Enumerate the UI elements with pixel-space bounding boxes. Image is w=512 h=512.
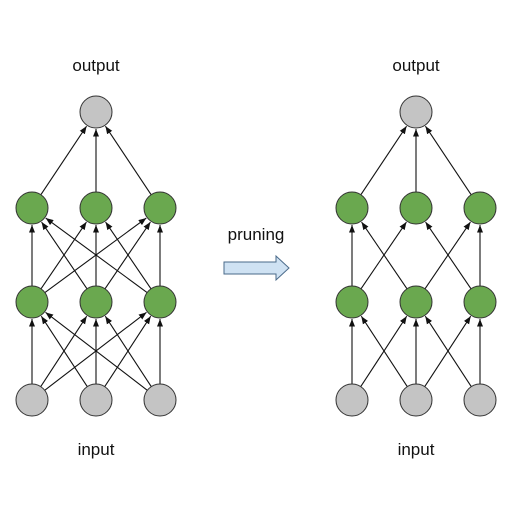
pruned-network-nodes bbox=[335, 95, 497, 417]
pruning-label: pruning bbox=[228, 225, 285, 244]
dense-network-edge-l0-1-to-0 bbox=[40, 315, 88, 387]
pruned-network-edge-l0-1-to-0 bbox=[360, 315, 408, 387]
dense-network-input-node-1 bbox=[79, 383, 113, 417]
dense-network-hidden-1-node-0 bbox=[15, 285, 49, 319]
dense-network-input-node-2 bbox=[143, 383, 177, 417]
dense-network-edge-l0-2-to-1 bbox=[104, 315, 152, 387]
dense-network-edge-l2-0-to-0 bbox=[40, 125, 88, 195]
dense-network-edge-l1-2-to-1 bbox=[105, 221, 152, 290]
dense-network-hidden-2-node-2 bbox=[143, 191, 177, 225]
dense-network-edges bbox=[28, 125, 164, 391]
dense-network-nodes bbox=[15, 95, 177, 417]
pruned-network-hidden-2-node-1 bbox=[399, 191, 433, 225]
dense-network-edge-l1-2-to-0 bbox=[45, 217, 148, 293]
dense-network-hidden-2-node-1 bbox=[79, 191, 113, 225]
pruned-network-hidden-2-node-0 bbox=[335, 191, 369, 225]
pruned-network-input-node-1 bbox=[399, 383, 433, 417]
dense-network-edge-l0-2-to-0 bbox=[45, 311, 148, 391]
dense-network-hidden-1-node-1 bbox=[79, 285, 113, 319]
right-arrow-icon bbox=[223, 254, 290, 282]
pruned-network-hidden-1-node-0 bbox=[335, 285, 369, 319]
pruned-network-input-node-0 bbox=[335, 383, 369, 417]
dense-network-hidden-1-node-2 bbox=[143, 285, 177, 319]
dense-network-output-label: output bbox=[72, 56, 120, 75]
pruned-network-input-node-2 bbox=[463, 383, 497, 417]
dense-network-input-node-0 bbox=[15, 383, 49, 417]
dense-network-hidden-2-node-0 bbox=[15, 191, 49, 225]
dense-network bbox=[15, 95, 177, 417]
pruned-network-edge-l2-2-to-0 bbox=[424, 125, 472, 195]
pruned-network-output-label: output bbox=[392, 56, 440, 75]
pruned-network-edge-l2-0-to-0 bbox=[360, 125, 408, 195]
pruned-network-edge-l1-2-to-1 bbox=[425, 221, 472, 290]
pruned-network-edges bbox=[348, 125, 484, 387]
pruned-network-edge-l1-1-to-0 bbox=[361, 221, 408, 290]
dense-network-input-label: input bbox=[78, 440, 115, 459]
pruned-network-hidden-1-node-1 bbox=[399, 285, 433, 319]
pruned-network bbox=[335, 95, 497, 417]
dense-network-edge-l1-1-to-0 bbox=[41, 221, 88, 290]
pruned-network-output-node-0 bbox=[399, 95, 433, 129]
pruned-network-edge-l0-2-to-1 bbox=[424, 315, 472, 387]
pruned-network-hidden-2-node-2 bbox=[463, 191, 497, 225]
pruned-network-hidden-1-node-2 bbox=[463, 285, 497, 319]
pruned-network-input-label: input bbox=[398, 440, 435, 459]
dense-network-edge-l2-2-to-0 bbox=[104, 125, 152, 195]
dense-network-output-node-0 bbox=[79, 95, 113, 129]
